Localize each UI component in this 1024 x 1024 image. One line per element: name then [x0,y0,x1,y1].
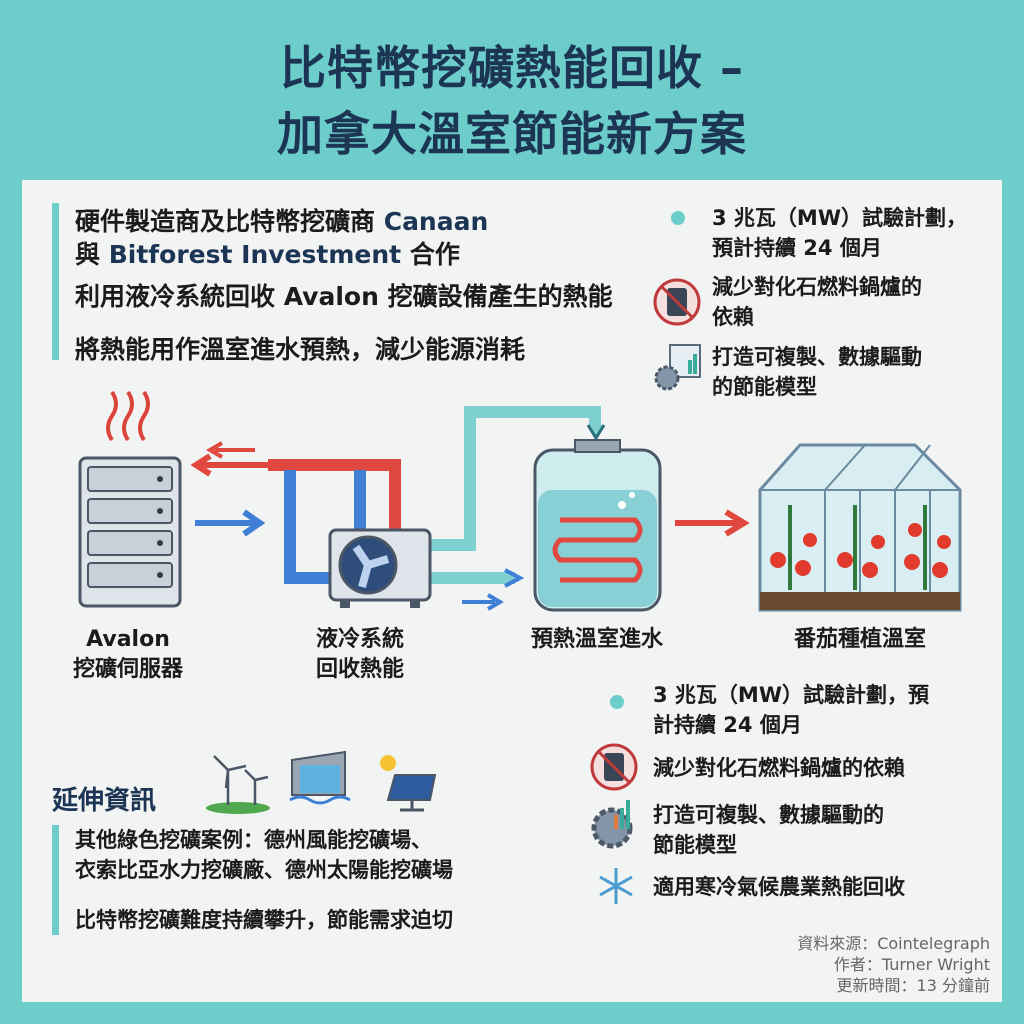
author-credit: 作者：Turner Wright [833,955,990,974]
bullet-text: 減少對化石燃料鍋爐的 [712,275,922,299]
cooling-label: 液冷系統回收熱能 [300,625,420,685]
bullet-dot-icon [610,695,624,709]
hydro-dam-icon [289,750,351,805]
intro-line-2: 與 Bitforest Investment 合作 [75,235,460,271]
intro-line-1: 硬件製造商及比特幣挖礦商 Canaan [75,202,488,238]
bullet-text: 打造可複製、數據驅動的 [653,803,884,827]
tank-label: 預熱溫室進水 [530,627,663,652]
source-credit: 資料來源：Cointelegraph [797,934,990,953]
intro-text: 合作 [401,240,460,269]
top-bullet-2: 減少對化石燃料鍋爐的依賴 [712,272,922,332]
gear-chart-icon [654,344,701,391]
tomato-greenhouse-icon [758,443,962,612]
cold-supply-arrow-icon [195,509,266,537]
bottom-bullet-4: 適用寒冷氣候農業熱能回收 [653,875,905,899]
cooling-label-line: 回收熱能 [315,657,404,682]
heat-to-greenhouse-arrow-icon [675,509,750,537]
bullet-text: 依賴 [712,305,754,329]
accent-bar [52,825,59,935]
company-bitforest: Bitforest Investment [108,240,402,269]
bottom-bullet-2: 減少對化石燃料鍋爐的依賴 [653,756,905,780]
solar-panel-icon [380,755,437,812]
preheat-water-tank-icon [533,439,662,612]
intro-line-3: 利用液冷系統回收 Avalon 挖礦設備產生的熱能 [75,282,613,311]
accent-bar [52,203,59,360]
extra-info-heading: 延伸資訊 [52,786,157,816]
cooling-pipes [268,406,601,584]
bullet-text: 計持續 24 個月 [653,713,802,737]
server-label: Avalon 挖礦伺服器 [68,625,188,685]
server-label-line: Avalon [86,627,170,652]
server-rack-icon [78,390,182,608]
bullet-text: 3 兆瓦（MW）試驗計劃，預 [653,683,929,707]
no-oil-barrel-icon [590,743,638,791]
liquid-cooling-unit-icon [328,528,432,608]
wind-turbine-icon [206,755,270,814]
title-line-2: 加拿大溫室節能新方案 [277,107,747,161]
intro-text: 硬件製造商及比特幣挖礦商 [75,207,384,236]
snowflake-icon [599,868,633,904]
intro-line-4: 將熱能用作溫室進水預熱，減少能源消耗 [75,335,526,364]
greenhouse-label: 番茄種植溫室 [793,627,926,652]
bullet-text: 3 兆瓦（MW）試驗計劃， [712,206,967,230]
bullet-text: 打造可複製、數據驅動 [712,345,922,369]
bullet-dot-icon [671,211,685,225]
update-time: 更新時間：13 分鐘前 [836,976,990,995]
server-label-line: 挖礦伺服器 [72,657,183,682]
bottom-bullet-1: 3 兆瓦（MW）試驗計劃，預計持續 24 個月 [653,680,929,740]
flow-arrow-icon [462,568,525,611]
top-bullet-1: 3 兆瓦（MW）試驗計劃， 預計持續 24 個月 [712,203,967,263]
intro-text: 與 [75,240,109,269]
cooling-label-line: 液冷系統 [315,627,404,652]
bullet-text: 預計持續 24 個月 [712,236,882,260]
inflow-arrow-icon [586,424,606,441]
extra-line-1: 其他綠色挖礦案例：德州風能挖礦場、 [75,828,432,852]
gear-chart-icon [591,800,633,849]
extra-line-3: 比特幣挖礦難度持續攀升，節能需求迫切 [75,908,453,932]
company-canaan: Canaan [383,207,489,236]
bullet-text: 節能模型 [653,833,737,857]
hot-return-arrow-icon [190,441,270,477]
bullet-text: 的節能模型 [712,375,817,399]
title-line-1: 比特幣挖礦熱能回收 – [279,41,744,95]
no-oil-barrel-icon [653,278,701,326]
top-bullet-3: 打造可複製、數據驅動的節能模型 [712,342,922,402]
extra-line-2: 衣索比亞水力挖礦廠、德州太陽能挖礦場 [75,858,453,882]
bottom-bullet-3: 打造可複製、數據驅動的節能模型 [653,800,884,860]
